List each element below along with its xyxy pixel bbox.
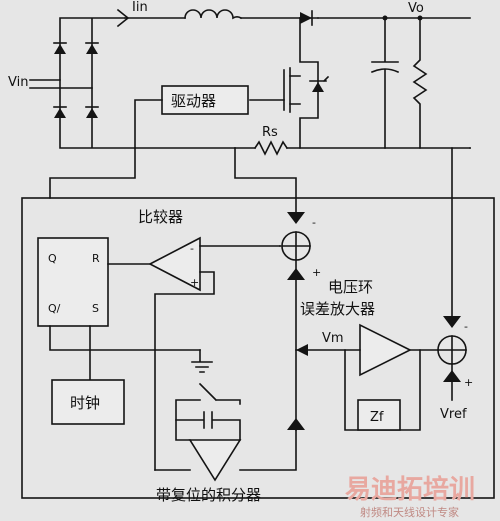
sign-plus-2: + (190, 276, 199, 289)
sign-minus-1: - (312, 216, 316, 229)
voltage-error-amplifier (295, 323, 421, 431)
label-comparator: 比较器 (138, 208, 183, 226)
controller-ic-outline (21, 197, 495, 499)
label-clock: 时钟 (70, 394, 100, 412)
label-r: R (92, 252, 100, 265)
label-integrator: 带复位的积分器 (156, 486, 261, 504)
rectifier-bridge (29, 17, 236, 149)
label-voltage-loop-line2: 误差放大器 (300, 300, 375, 318)
watermark-sub: 射频和天线设计专家 (360, 505, 459, 519)
driver-block (161, 85, 249, 115)
ground-icon (191, 349, 213, 373)
inductor (124, 9, 301, 20)
label-driver: 驱动器 (171, 92, 216, 110)
boost-diode (299, 10, 471, 26)
zf-block (357, 399, 401, 431)
sign-plus-3: + (464, 376, 473, 389)
voltage-summing-junction (409, 147, 471, 401)
label-vm: Vm (322, 331, 344, 346)
sign-minus-2: - (190, 242, 194, 255)
load-resistor (412, 17, 428, 149)
sign-plus-1: + (312, 266, 321, 279)
label-qbar: Q/ (48, 302, 61, 315)
sign-minus-3: - (464, 320, 468, 333)
output-capacitor (370, 17, 400, 149)
reset-switch (198, 382, 241, 405)
sense-resistor-rs (253, 140, 289, 156)
label-vin: Vin (8, 75, 28, 90)
label-rs: Rs (262, 125, 278, 140)
label-vo: Vo (408, 1, 424, 16)
label-voltage-loop-line1: 电压环 (328, 278, 373, 296)
label-iin: Iin (132, 0, 148, 15)
mosfet-switch (249, 17, 330, 149)
sr-flipflop (37, 237, 109, 327)
label-vref: Vref (440, 407, 467, 422)
label-s: S (92, 302, 99, 315)
label-q: Q (48, 252, 57, 265)
clock-block (51, 379, 125, 425)
integrator (154, 399, 297, 482)
watermark-main: 易迪拓培训 (345, 475, 475, 505)
comparator (148, 236, 281, 471)
current-summing-junction (281, 212, 311, 431)
label-zf: Zf (370, 410, 384, 425)
